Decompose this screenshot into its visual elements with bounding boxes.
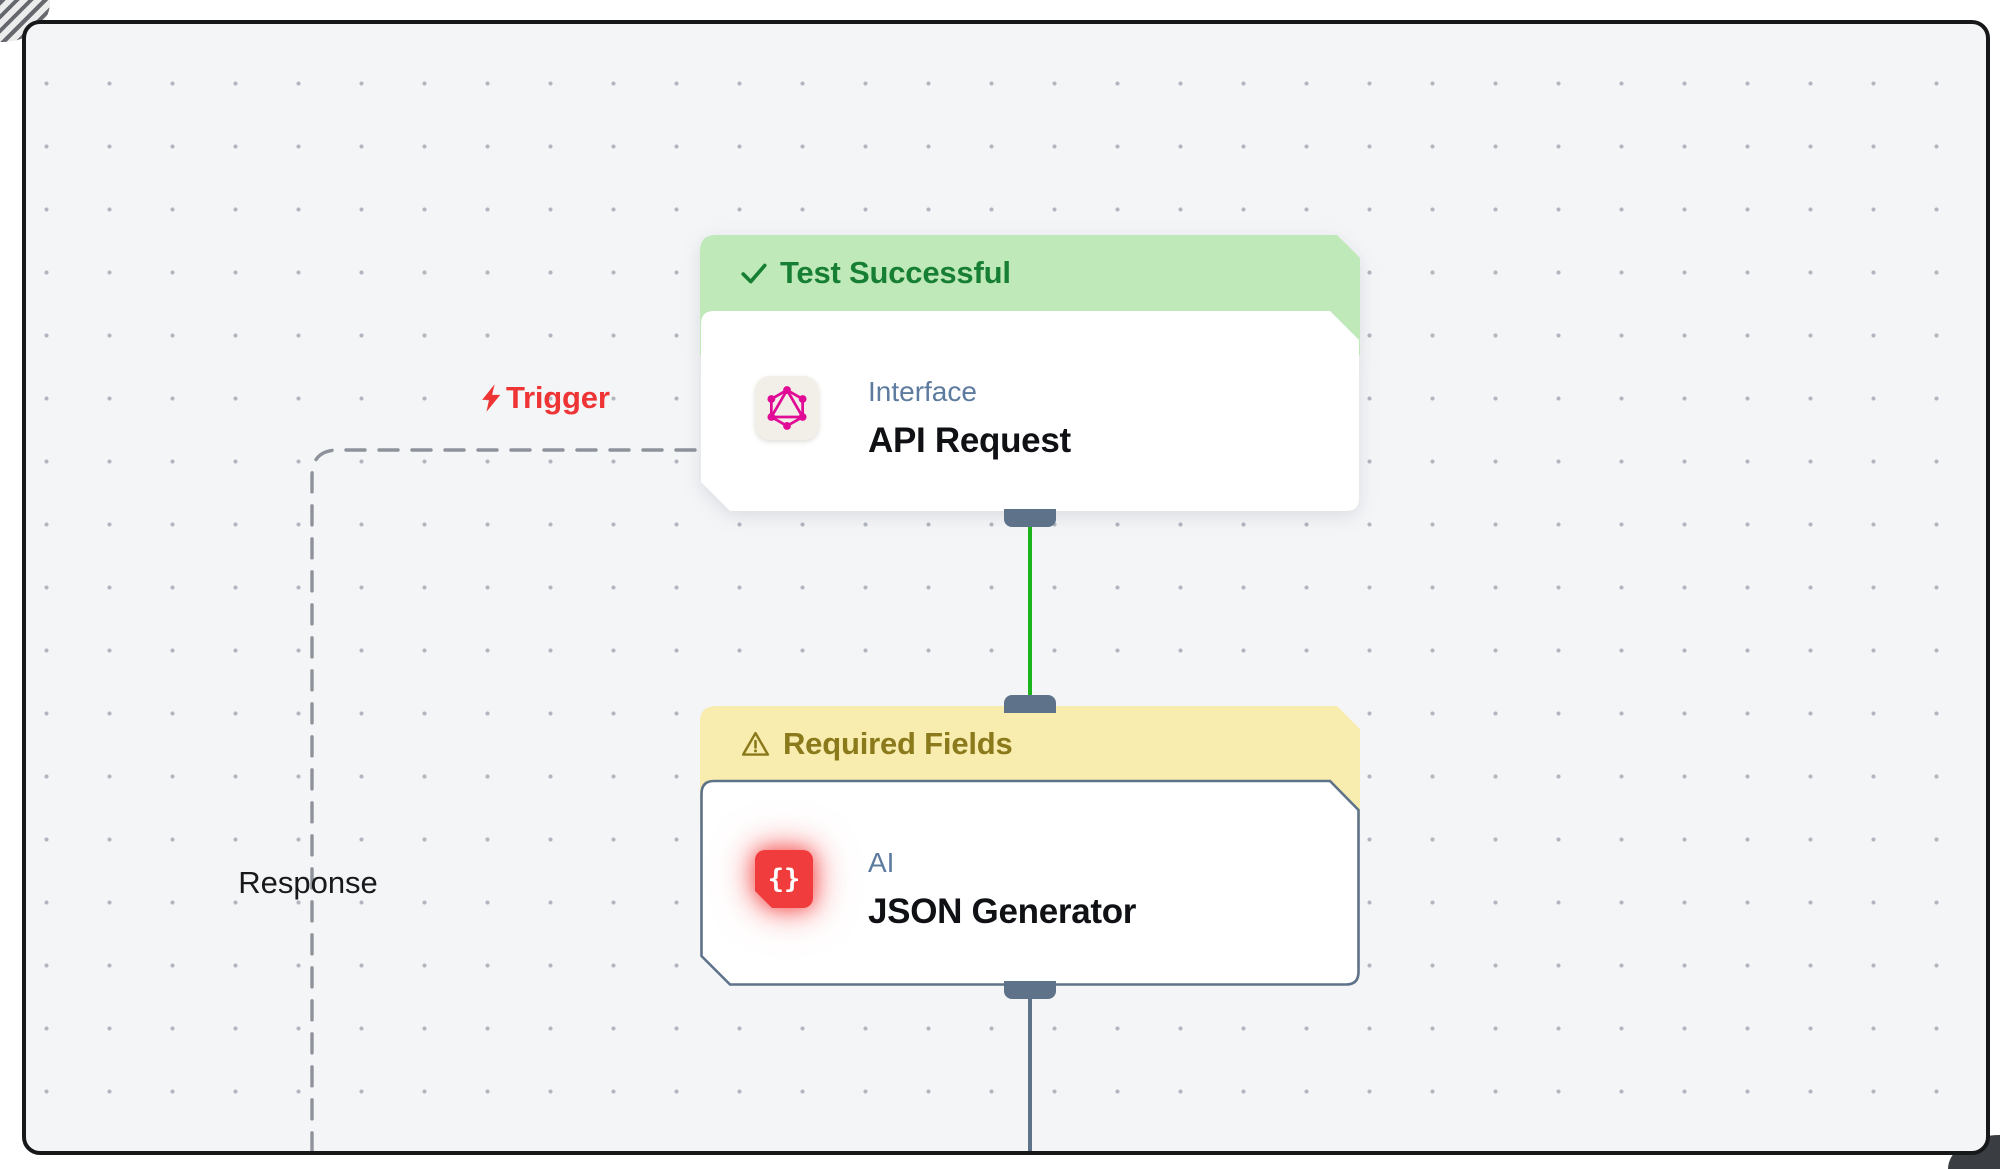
warning-icon	[741, 731, 770, 756]
node-card-shape	[700, 779, 1360, 986]
node-title-label: API Request	[868, 421, 1071, 460]
input-handle-json-generator[interactable]	[1004, 695, 1056, 713]
lightning-icon	[482, 384, 501, 412]
output-handle-json-generator[interactable]	[1004, 981, 1056, 999]
node-api-request[interactable]: Test Successful	[700, 235, 1360, 527]
node-title-label: JSON Generator	[868, 892, 1137, 931]
json-braces-icon: {}	[755, 850, 813, 908]
status-banner-api-request: Test Successful	[740, 235, 1011, 311]
workflow-canvas[interactable]: Trigger Response Test Successful	[26, 24, 1986, 1151]
node-card-shape	[701, 311, 1359, 511]
check-icon	[741, 263, 767, 284]
node-json-generator-body: {} AI JSON Generator	[755, 847, 1136, 932]
json-icon-glow: {}	[755, 850, 813, 908]
node-api-request-body: Interface API Request	[755, 376, 1071, 461]
canvas-frame: Trigger Response Test Successful	[22, 20, 1990, 1155]
json-braces-glyph: {}	[767, 863, 801, 895]
output-handle-api-request[interactable]	[1004, 509, 1056, 527]
edges-layer	[310, 448, 1032, 1151]
graphql-icon	[755, 376, 819, 440]
status-banner-json-generator: Required Fields	[740, 706, 1013, 782]
node-category-label: Interface	[868, 376, 977, 407]
status-banner-label: Test Successful	[780, 255, 1011, 290]
node-json-generator-shape	[700, 706, 1360, 986]
node-api-request-shape	[700, 235, 1360, 511]
status-banner-label: Required Fields	[783, 726, 1013, 761]
node-json-generator[interactable]: Required Fields {} AI JSON Generator	[700, 695, 1360, 999]
response-edge-label: Response	[238, 865, 378, 900]
node-category-label: AI	[868, 847, 895, 878]
trigger-edge-label-text: Trigger	[506, 380, 610, 415]
edge-trigger-dashed[interactable]	[310, 448, 697, 1151]
trigger-edge-label: Trigger	[478, 380, 610, 416]
